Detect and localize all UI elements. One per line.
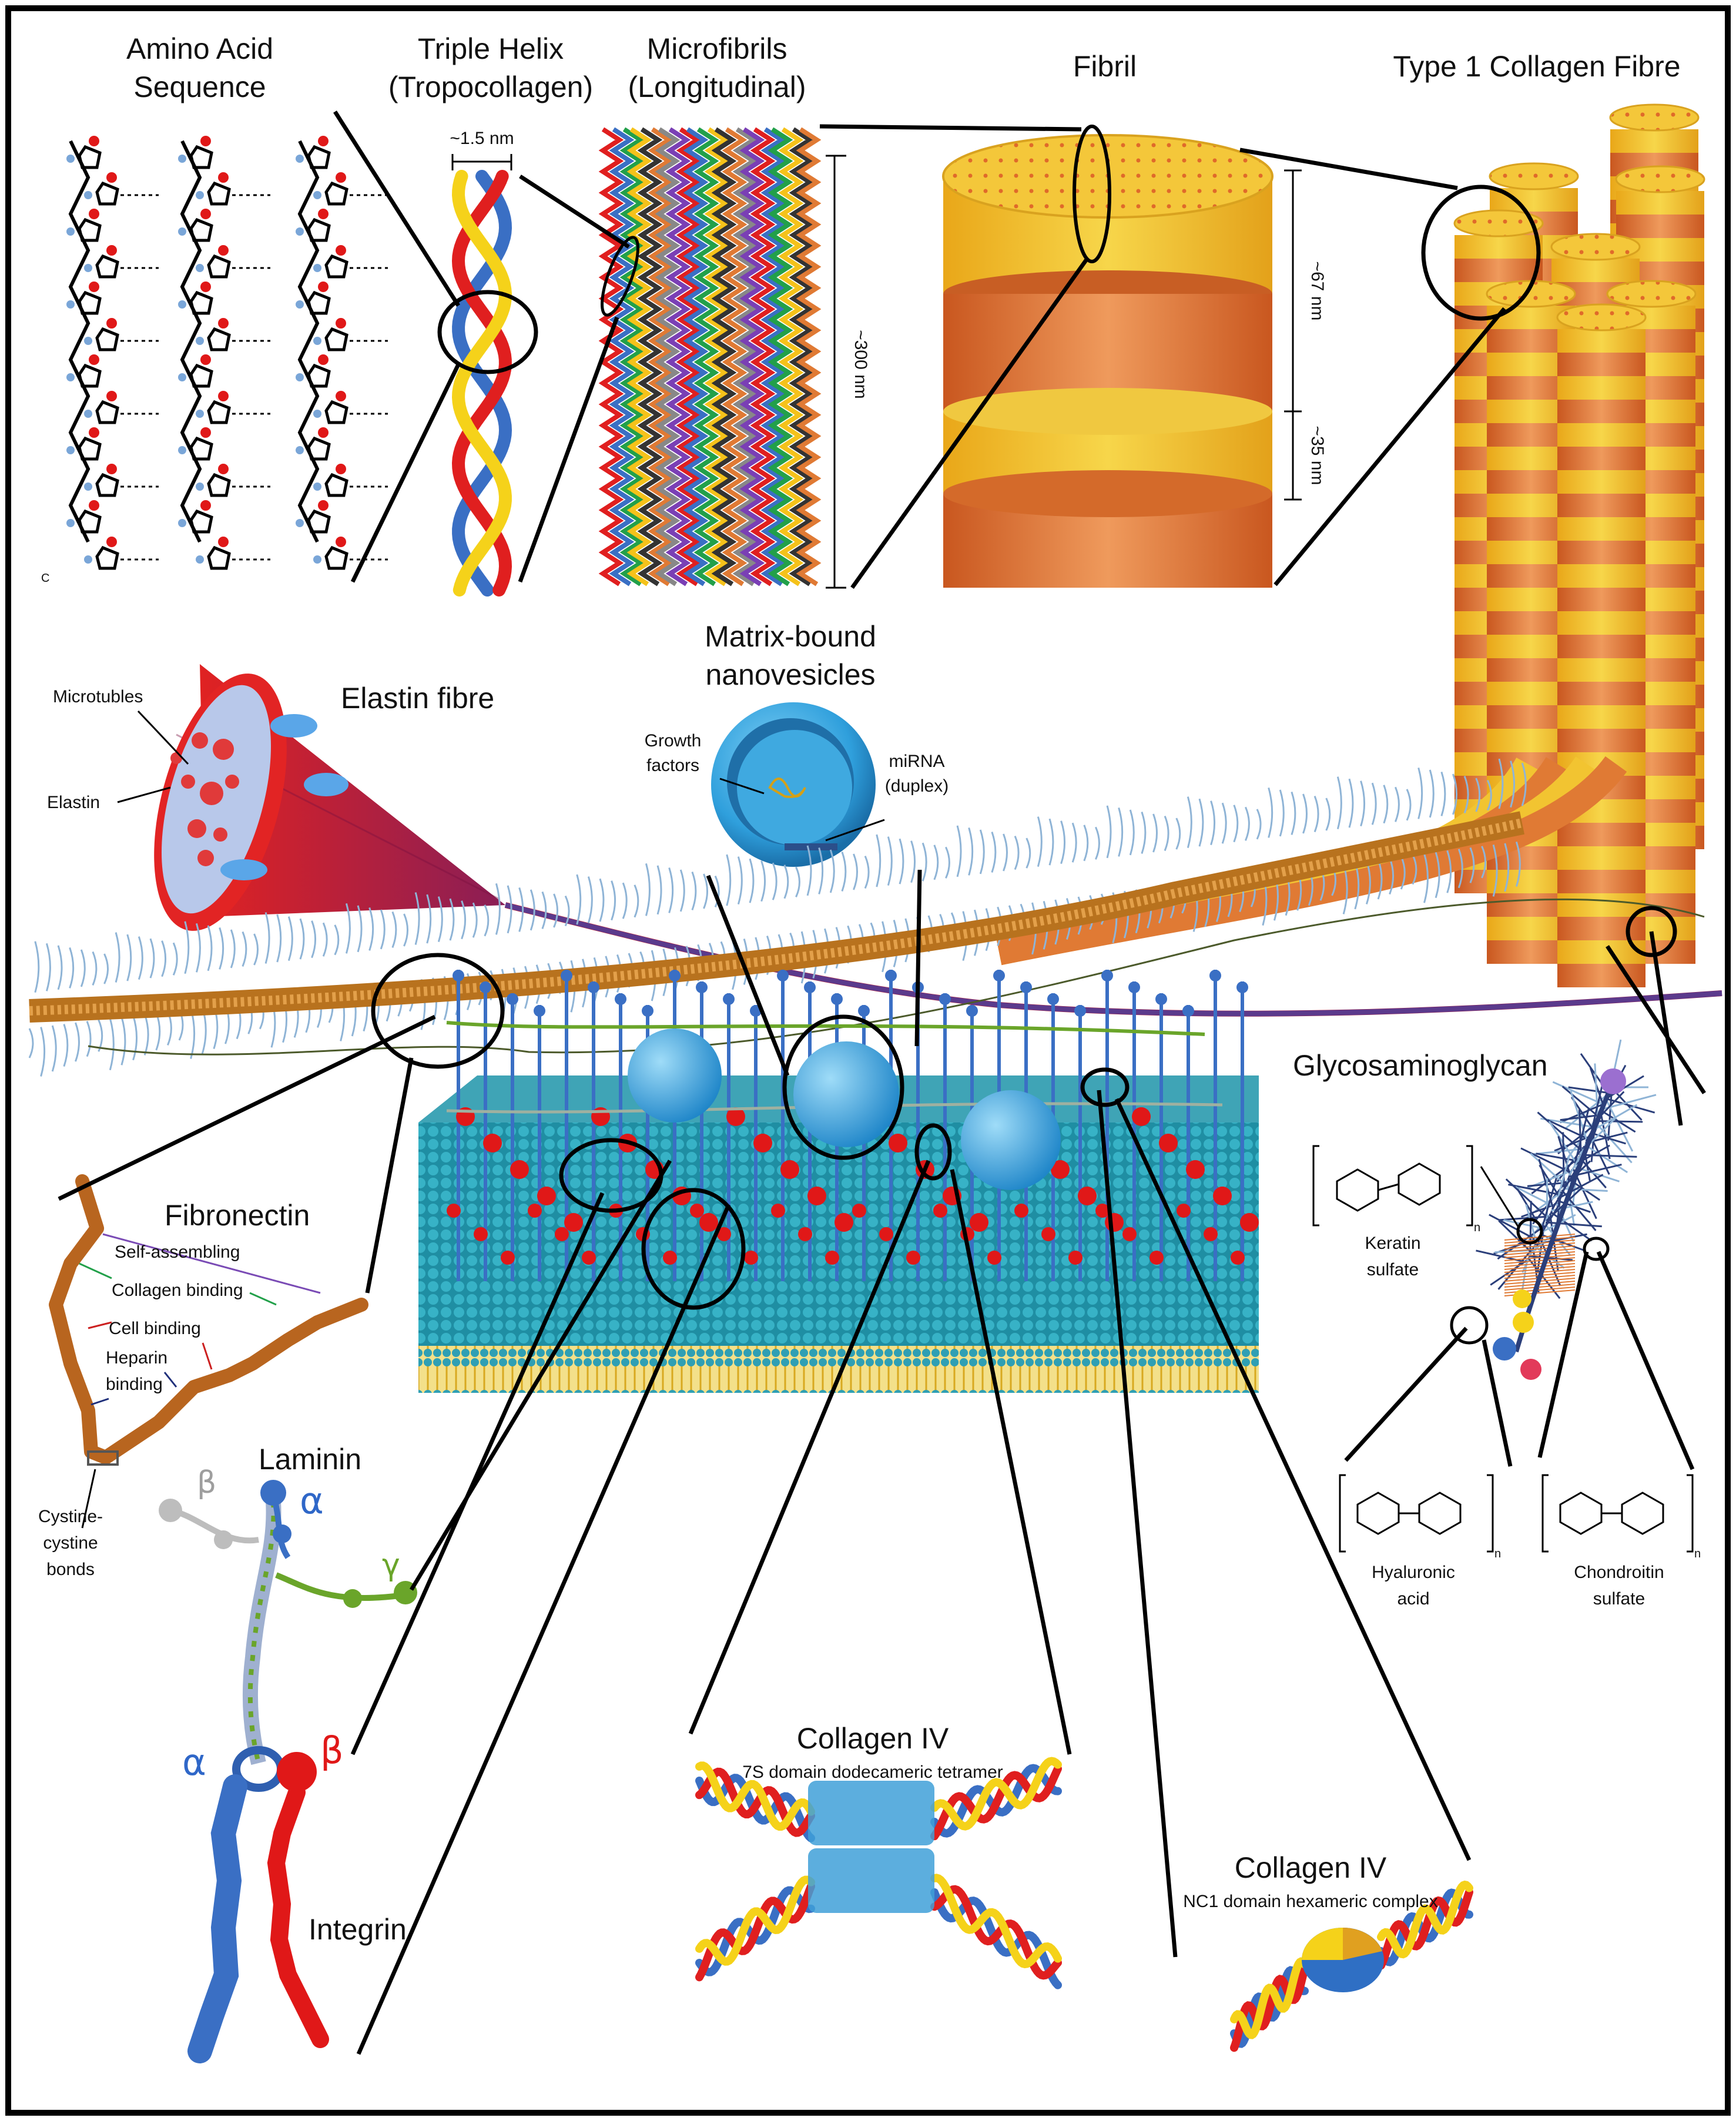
laminin-title: Laminin — [259, 1443, 361, 1476]
collagen-iv-nc1 — [1097, 1090, 1473, 2052]
elastin-fibre — [117, 664, 1722, 1017]
nanovesicles-title-2: nanovesicles — [705, 658, 875, 691]
nanovesicle — [711, 702, 885, 867]
collagen-binding-label: Collagen binding — [112, 1281, 243, 1300]
type1-title: Type 1 Collagen Fibre — [1393, 50, 1680, 83]
col4-7s-subtitle: 7S domain dodecameric tetramer — [742, 1763, 1003, 1782]
fibre-callout — [1421, 185, 1541, 321]
fibril-callout — [1073, 125, 1111, 263]
amino-acid-title: Amino Acid — [126, 32, 273, 65]
text-labels: Amino Acid Sequence Triple Helix (Tropoc… — [38, 32, 1681, 1946]
cystine-label-2: cystine — [43, 1533, 98, 1553]
microfibrils-subtitle: (Longitudinal) — [628, 71, 806, 103]
integrin-alpha: α — [182, 1741, 206, 1784]
fibronectin — [49, 1014, 436, 1529]
collagen-fibre-strand — [28, 758, 1705, 1077]
integrin — [187, 1204, 731, 2063]
integrin-title: Integrin — [309, 1913, 407, 1946]
gag-title: Glycosaminoglycan — [1293, 1049, 1548, 1082]
growth-factors-label: Growth — [645, 731, 702, 750]
hyaluronic-label-2: acid — [1397, 1589, 1429, 1609]
microtubles-label: Microtubles — [53, 687, 143, 706]
growth-factors-label-2: factors — [646, 756, 699, 775]
svg-text:n: n — [1494, 1547, 1501, 1560]
dim-67nm: ~67 nm — [1308, 262, 1327, 321]
chondroitin-label-2: sulfate — [1593, 1589, 1645, 1609]
microfibrils-title: Microfibrils — [647, 32, 787, 65]
self-assembling-label: Self-assembling — [115, 1242, 240, 1262]
svg-text:n: n — [1474, 1221, 1480, 1234]
heparin-binding-label: Heparin — [106, 1348, 167, 1368]
keratin-structure: n — [1312, 1145, 1480, 1234]
chemical-structures: n n n — [1312, 1145, 1701, 1560]
amino-acid-title-2: Sequence — [133, 71, 266, 103]
chondroitin-label: Chondroitin — [1574, 1563, 1664, 1582]
fibronectin-title: Fibronectin — [165, 1199, 310, 1232]
mirna-label: miRNA — [889, 752, 945, 771]
elastin-label: Elastin — [47, 793, 100, 812]
triple-helix-title: Triple Helix — [418, 32, 564, 65]
fibril-title: Fibril — [1073, 50, 1137, 83]
laminin-gamma: γ — [382, 1547, 400, 1583]
integrin-beta: β — [320, 1729, 344, 1772]
nanovesicles-title: Matrix-bound — [705, 620, 876, 653]
col4-7s-title: Collagen IV — [797, 1722, 949, 1755]
chondroitin-structure: n — [1541, 1474, 1701, 1560]
type1-collagen-fibre — [996, 103, 1705, 987]
cystine-label: Cystine- — [38, 1507, 103, 1526]
hyaluronic-label: Hyaluronic — [1372, 1563, 1455, 1582]
collagen-iv-7s — [688, 1160, 1072, 1989]
triple-helix — [437, 154, 538, 597]
cell-binding-label: Cell binding — [109, 1319, 201, 1338]
dim-15nm: ~1.5 nm — [450, 129, 514, 148]
fibril — [942, 125, 1302, 588]
dim-300nm: ~300 nm — [851, 330, 870, 399]
cystine-label-3: bonds — [46, 1560, 95, 1579]
mirna-label-2: (duplex) — [885, 776, 949, 796]
col4-nc1-title: Collagen IV — [1235, 1851, 1387, 1884]
heparin-binding-label-2: binding — [106, 1375, 163, 1394]
dim-35nm: ~35 nm — [1308, 426, 1327, 485]
elastin-fibre-title: Elastin fibre — [341, 682, 494, 715]
triple-helix-subtitle: (Tropocollagen) — [388, 71, 593, 103]
top-callout-lines — [333, 110, 1506, 589]
hyaluronic-structure: n — [1339, 1474, 1501, 1560]
svg-text:n: n — [1694, 1547, 1701, 1560]
keratin-label-2: sulfate — [1367, 1260, 1419, 1279]
middle-callouts — [371, 869, 1706, 1310]
laminin — [159, 1160, 672, 1765]
microfibrils — [598, 127, 846, 589]
keratin-label: Keratin — [1365, 1234, 1420, 1253]
glycosaminoglycan — [1344, 1039, 1695, 1470]
helix-callout-circle — [437, 290, 538, 374]
amino-acid-sequence: C — [41, 136, 388, 585]
amino-c-label: C — [41, 572, 49, 585]
col4-nc1-subtitle: NC1 domain hexameric complex — [1183, 1892, 1438, 1911]
laminin-beta: β — [197, 1465, 216, 1500]
laminin-alpha: α — [300, 1479, 324, 1522]
